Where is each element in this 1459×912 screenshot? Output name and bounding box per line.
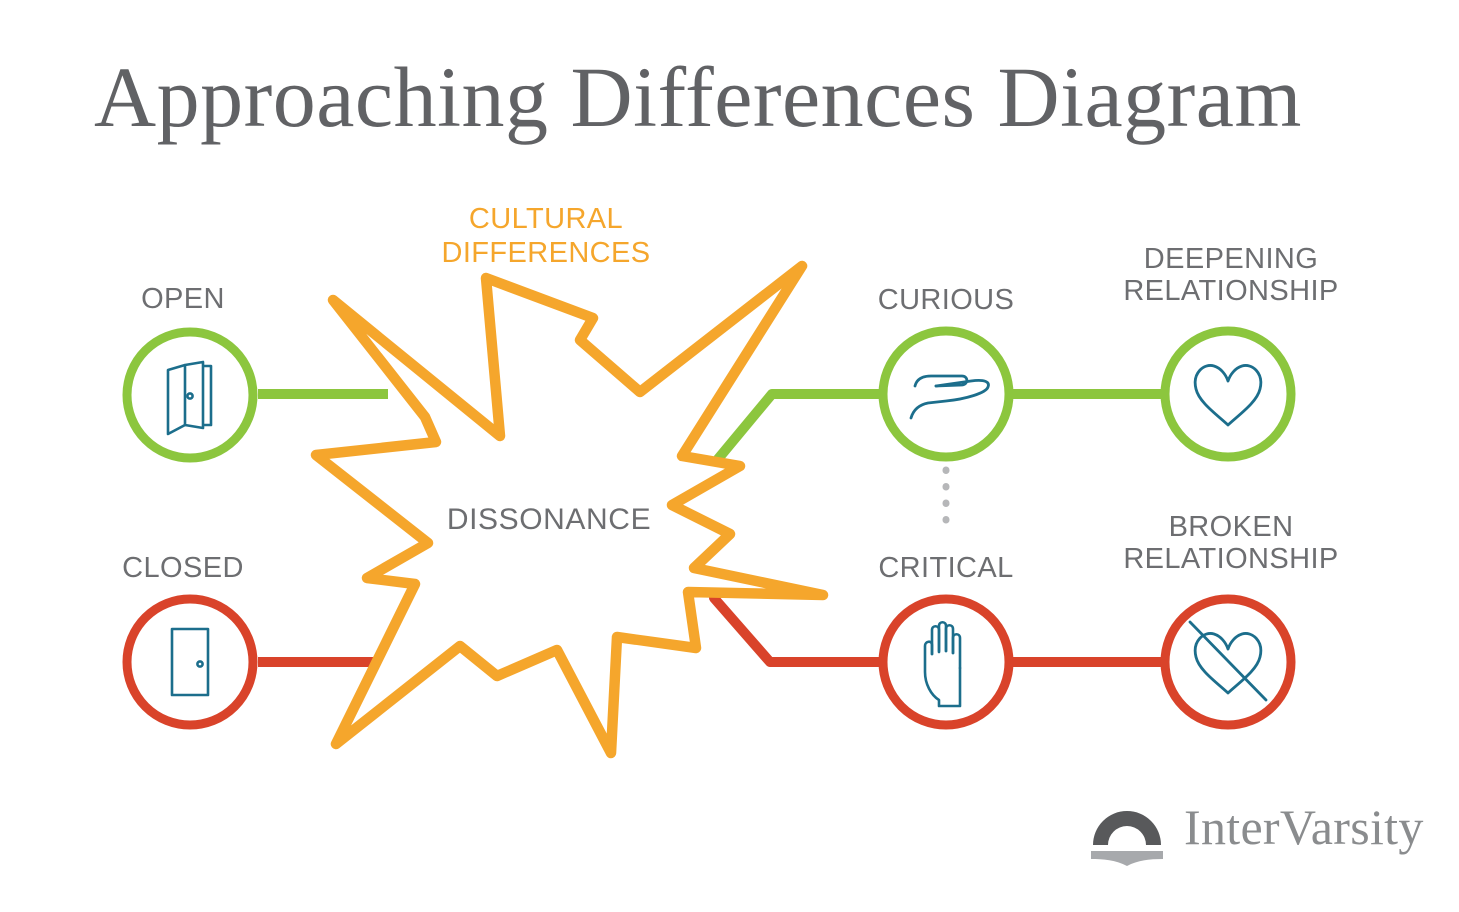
node-label-open: OPEN — [141, 283, 225, 315]
intervarsity-logo-mark — [1091, 811, 1163, 866]
node-deepening-relationship — [1160, 326, 1296, 462]
node-label-closed: CLOSED — [122, 552, 244, 584]
open-hand-icon — [909, 374, 990, 420]
connector-burst-to-curious — [713, 389, 884, 464]
node-label-broken-relationship: BROKEN RELATIONSHIP — [1123, 511, 1339, 576]
node-deepening-relationship-circle[interactable] — [1160, 326, 1296, 462]
connector-burst-to-critical — [709, 593, 884, 667]
logo-wordmark: InterVarsity — [1184, 799, 1424, 855]
node-closed — [122, 594, 258, 730]
open-door-icon — [166, 360, 213, 436]
connector-lines — [258, 389, 1161, 667]
node-critical-circle[interactable] — [878, 594, 1014, 730]
intervarsity-logo: InterVarsity — [1088, 797, 1424, 857]
node-label-curious: CURIOUS — [877, 284, 1015, 316]
node-open — [122, 327, 258, 463]
stop-hand-icon — [923, 620, 962, 708]
closed-door-icon — [170, 627, 210, 697]
node-critical — [878, 594, 1014, 730]
node-closed-circle[interactable] — [122, 594, 258, 730]
dissonance-starburst — [310, 260, 829, 759]
node-curious — [878, 326, 1014, 462]
node-open-circle[interactable] — [122, 327, 258, 463]
node-label-critical: CRITICAL — [878, 552, 1014, 584]
heart-icon — [1193, 364, 1263, 427]
node-label-deepening-relationship: DEEPENING RELATIONSHIP — [1123, 243, 1339, 308]
page-title: Approaching Differences Diagram — [94, 49, 1302, 145]
burst-label: CULTURAL DIFFERENCES — [441, 203, 651, 269]
broken-heart-icon — [1188, 620, 1268, 702]
node-broken-relationship — [1160, 594, 1296, 730]
dissonance-label: DISSONANCE — [446, 503, 652, 536]
node-curious-circle[interactable] — [878, 326, 1014, 462]
